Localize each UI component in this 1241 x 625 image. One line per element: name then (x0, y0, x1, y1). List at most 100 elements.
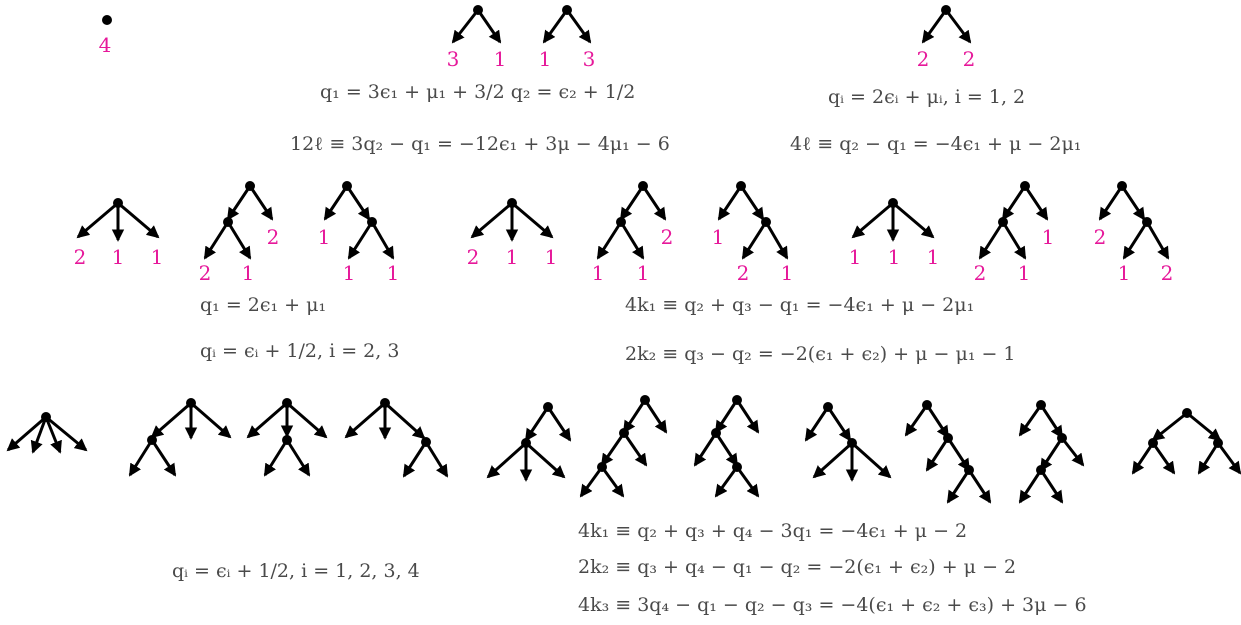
equation-4l-definition: 4ℓ ≡ q₂ − q₁ = −4ϵ₁ + μ − 2μ₁ (790, 133, 1082, 155)
tree-edge-arrow (892, 201, 935, 239)
tree-edge-arrow (1186, 411, 1222, 442)
leaf-label: 2 (737, 261, 750, 285)
tree-edge-arrow (714, 399, 739, 434)
tree-edge-arrow (323, 185, 349, 221)
leaf-label: 1 (539, 47, 552, 71)
leaf-label: 1 (1042, 225, 1055, 249)
tree-edge-arrow (622, 399, 647, 434)
leaf-label: 2 (974, 261, 987, 285)
leaf-label: 1 (242, 261, 255, 285)
tree-edge-arrow (619, 185, 645, 221)
tree-edge-arrow (45, 415, 88, 452)
tree-edge-arrow (1023, 185, 1049, 221)
tree-edge-arrow (246, 401, 288, 439)
tree-edge-arrow (579, 466, 604, 498)
tree-edge-arrow (470, 201, 513, 239)
tree-edge-arrow (190, 401, 232, 439)
tree-edge-arrow (739, 185, 765, 221)
tree-edge-arrow (735, 466, 760, 498)
tree-edge-arrow (76, 201, 119, 239)
leaf-label: 1 (781, 261, 794, 285)
tree-edge-arrow (944, 9, 972, 44)
tree-edge-arrow (851, 201, 894, 239)
tree-edge-arrow (1197, 442, 1220, 475)
tree-edge-arrow (128, 439, 154, 477)
tree-edge-arrow (1216, 442, 1241, 475)
tree-edge-arrow (263, 439, 289, 477)
equation-qi-four-leaf: qᵢ = ϵᵢ + 1/2, i = 1, 2, 3, 4 (172, 560, 420, 582)
leaf-label: 2 (917, 47, 930, 71)
leaf-label: 1 (592, 261, 605, 285)
leaf-label: 2 (963, 47, 976, 71)
tree-edge-arrow (978, 221, 1005, 260)
tree-edge-arrow (925, 404, 950, 439)
leaf-label: 1 (849, 245, 862, 269)
leaf-label: 3 (447, 47, 460, 71)
tree-edge-arrow (1039, 469, 1064, 504)
leaf-label: 1 (545, 245, 558, 269)
tree-edge-arrow (511, 201, 554, 239)
tree-edge-arrow (344, 401, 386, 439)
tree-edge-arrow (946, 469, 971, 504)
tree-edge-arrow (226, 221, 252, 260)
leaf-label: 1 (712, 225, 725, 249)
tree-edge-arrow (1120, 185, 1146, 221)
equation-q1-q2-3-1-split: q₁ = 3ϵ₁ + μ₁ + 3/2 q₂ = ϵ₂ + 1/2 (320, 81, 636, 103)
tree-edge-arrow (345, 185, 371, 221)
tree-edge-arrow (714, 466, 739, 498)
tree-edge-arrow (117, 201, 160, 239)
tree-edge-arrow (946, 437, 971, 472)
equation-2k2-four-leaf: 2k₂ ≡ q₃ + q₄ − q₁ − q₂ = −2(ϵ₁ + ϵ₂) + … (578, 556, 1017, 578)
tree-edge-arrow (764, 221, 789, 260)
leaf-label: 4 (99, 33, 112, 57)
tree-edge-arrow (1018, 404, 1043, 437)
tree-edge-arrow (693, 432, 718, 467)
tree-edge-arrow (1001, 221, 1027, 260)
leaf-label: 1 (112, 245, 125, 269)
tree-edge-arrow (641, 185, 667, 221)
tree-edge-arrow (826, 406, 852, 442)
equation-4k1-three-leaf: 4k₁ ≡ q₂ + q₃ − q₁ = −4ϵ₁ + μ − 2μ₁ (625, 294, 975, 316)
equation-2k2-three-leaf: 2k₂ ≡ q₃ − q₂ = −2(ϵ₁ + ϵ₂) + μ − μ₁ − 1 (625, 343, 1016, 365)
tree-edge-arrow (1122, 221, 1149, 260)
leaf-label: 2 (1161, 261, 1174, 285)
tree-edge-arrow (1018, 469, 1043, 504)
tree-edge-arrow (226, 185, 252, 221)
tree-edge-arrow (812, 441, 854, 479)
equation-4k1-four-leaf: 4k₁ ≡ q₂ + q₃ + q₄ − 3q₁ = −4ϵ₁ + μ − 2 (578, 520, 968, 542)
tree-edge-arrow (424, 441, 449, 478)
tree-edge-arrow (524, 441, 566, 479)
leaf-label: 2 (467, 245, 480, 269)
leaf-label: 1 (343, 261, 356, 285)
leaf-label: 1 (888, 245, 901, 269)
tree-edge-arrow (565, 9, 592, 44)
leaf-label: 2 (199, 261, 212, 285)
tree-edge-arrow (1060, 437, 1085, 467)
tree-edge-arrow (486, 441, 528, 479)
leaf-label: 1 (1118, 261, 1131, 285)
tree-edge-arrow (1145, 221, 1170, 260)
leaf-label: 1 (637, 261, 650, 285)
tree-edge-arrow (600, 432, 626, 467)
tree-edge-arrow (1098, 185, 1124, 221)
tree-edge-arrow (150, 401, 192, 439)
tree-edge-arrow (248, 185, 274, 221)
tree-edge-arrow (1151, 442, 1176, 475)
leaf-label: 2 (661, 225, 674, 249)
tree-edge-arrow (347, 221, 374, 260)
leaf-label: 3 (583, 47, 596, 71)
tree-edge-arrow (476, 9, 502, 44)
tree-edge-arrow (1039, 437, 1064, 472)
tree-edge-arrow (904, 404, 929, 437)
tree-edge-arrow (850, 441, 892, 479)
tree-edge-arrow (1001, 185, 1027, 221)
leaf-label: 1 (318, 225, 331, 249)
tree-node (102, 15, 112, 25)
tree-edge-arrow (286, 401, 328, 439)
tree-edge-arrow (30, 416, 48, 454)
leaf-label: 1 (494, 47, 507, 71)
tree-edge-arrow (1131, 442, 1155, 475)
tree-edge-arrow (596, 221, 623, 260)
equation-4k3-four-leaf: 4k₃ ≡ 3q₄ − q₁ − q₂ − q₃ = −4(ϵ₁ + ϵ₂ + … (578, 594, 1087, 616)
tree-edge-arrow (44, 416, 62, 454)
